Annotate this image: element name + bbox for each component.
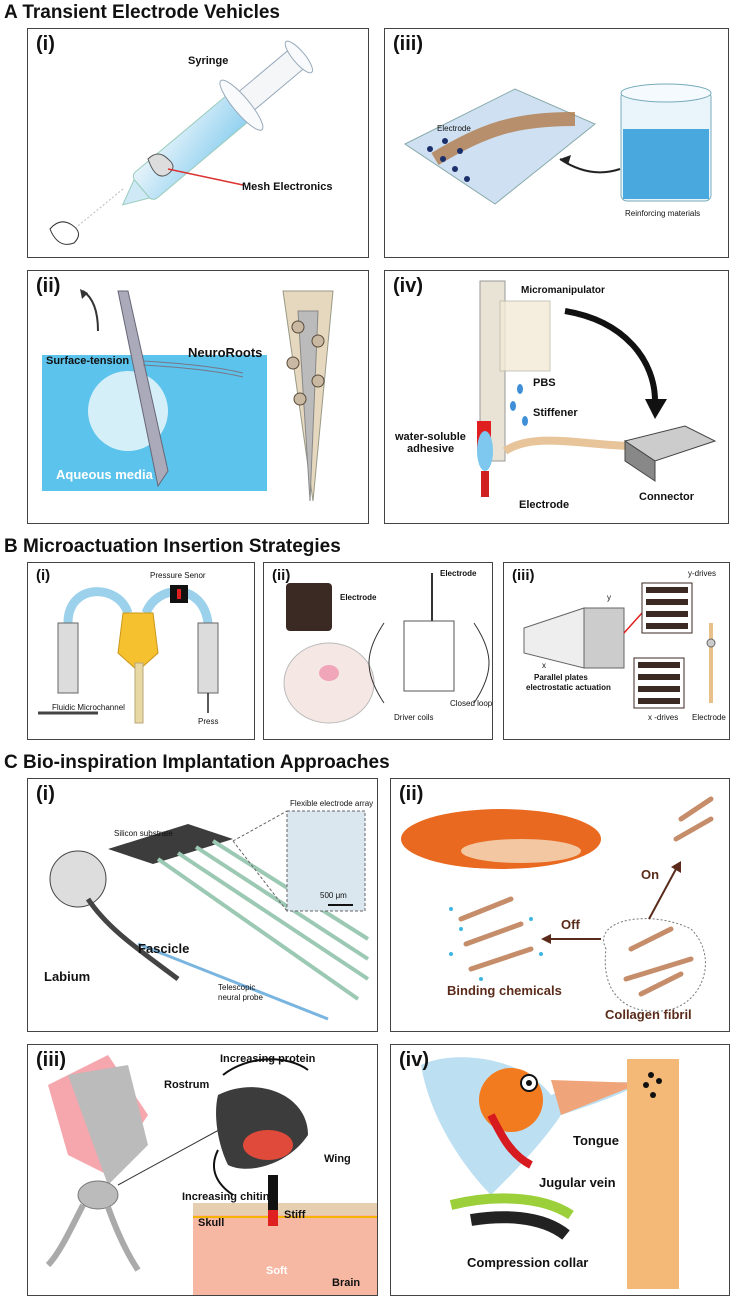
telescopic-label: Telescopic bbox=[218, 983, 256, 992]
panel-label: (ii) bbox=[272, 567, 291, 584]
electrostatic-illustration bbox=[523, 582, 716, 709]
section-a-title: A Transient Electrode Vehicles bbox=[4, 2, 280, 24]
compression-collar-label: Compression collar bbox=[467, 1255, 589, 1270]
skull-label: Skull bbox=[198, 1217, 225, 1229]
panel-label: (ii) bbox=[399, 783, 424, 805]
labium-label: Labium bbox=[44, 969, 91, 984]
micromanipulator-label: Micromanipulator bbox=[521, 285, 605, 296]
micromanipulator-illustration bbox=[477, 280, 717, 497]
binding-chemicals-label: Binding chemicals bbox=[447, 983, 562, 998]
adhesive-label-line2: adhesive bbox=[407, 443, 455, 455]
press-label: Press bbox=[198, 717, 219, 726]
section-b-title: B Microactuation Insertion Strategies bbox=[4, 536, 341, 558]
mosquito-probe-illustration bbox=[49, 810, 370, 1021]
panel-c-i: (i) Silicon substrate Flexible electrode… bbox=[27, 778, 378, 1032]
axis-y-label: y bbox=[607, 593, 611, 602]
panel-label: (iii) bbox=[512, 567, 535, 584]
syringe-illustration bbox=[49, 40, 314, 245]
y-drives-label: y-drives bbox=[688, 569, 717, 578]
x-drives-label: x -drives bbox=[648, 713, 679, 722]
magnetic-illustration bbox=[283, 573, 490, 724]
jugular-vein-label: Jugular vein bbox=[539, 1175, 616, 1190]
flexible-array-label: Flexible electrode array bbox=[290, 799, 374, 808]
sea-cucumber-illustration bbox=[401, 796, 714, 1012]
panel-label: (iii) bbox=[36, 1049, 66, 1071]
pbs-label: PBS bbox=[533, 377, 556, 389]
pressure-sensor-label: Pressure Senor bbox=[150, 571, 206, 580]
wing-label: Wing bbox=[324, 1153, 351, 1165]
off-label: Off bbox=[561, 917, 580, 932]
panel-a-i: (i) Syringe Mesh Electronics bbox=[27, 28, 369, 258]
woodpecker-illustration bbox=[421, 1057, 679, 1289]
section-letter: B bbox=[4, 536, 18, 557]
panel-label: (i) bbox=[36, 783, 55, 805]
panel-b-iii: (iii) y-drives x -drives y x Parallel pl… bbox=[503, 562, 730, 740]
fluidic-illustration bbox=[38, 585, 219, 724]
panel-c-iv: (iv) Tongue Jugular vein Compression col… bbox=[390, 1044, 730, 1296]
driver-coils-label: Driver coils bbox=[394, 713, 434, 722]
squid-beak-illustration bbox=[45, 1055, 377, 1295]
panel-label: (iii) bbox=[393, 33, 423, 55]
stiff-label: Stiff bbox=[284, 1209, 306, 1221]
neural-probe-label: neural probe bbox=[218, 993, 263, 1002]
panel-c-ii: (ii) On Off Binding chemicals Collagen f… bbox=[390, 778, 730, 1032]
mesh-electronics-label: Mesh Electronics bbox=[242, 181, 333, 193]
panel-c-iii: (iii) Increasing protein Rostrum Wing In… bbox=[27, 1044, 378, 1296]
reinforcing-illustration bbox=[404, 83, 712, 205]
section-letter: A bbox=[4, 2, 18, 23]
electrostatic-actuation-label: electrostatic actuation bbox=[526, 683, 611, 692]
connector-label: Connector bbox=[639, 491, 694, 503]
closed-loop-label: Closed loop bbox=[450, 699, 493, 708]
electrode-label-mid: Electrode bbox=[340, 593, 377, 602]
panel-a-iii: (iii) Electrode Reinforcing materials bbox=[384, 28, 729, 258]
section-title-text: Microactuation Insertion Strategies bbox=[23, 536, 341, 557]
soft-label: Soft bbox=[266, 1265, 288, 1277]
brain-label: Brain bbox=[332, 1277, 361, 1289]
rostrum-label: Rostrum bbox=[164, 1079, 210, 1091]
panel-label: (iv) bbox=[393, 275, 423, 297]
panel-label: (iv) bbox=[399, 1049, 429, 1071]
panel-label: (ii) bbox=[36, 275, 61, 297]
neuroroots-illustration bbox=[42, 289, 334, 502]
section-c-title: C Bio-inspiration Implantation Approache… bbox=[4, 752, 390, 774]
electrode-label: Electrode bbox=[519, 499, 570, 511]
electrode-label: Electrode bbox=[437, 124, 471, 133]
stiffener-label: Stiffener bbox=[533, 407, 578, 419]
reinforcing-materials-label: Reinforcing materials bbox=[625, 209, 701, 218]
section-letter: C bbox=[4, 752, 18, 773]
silicon-substrate-label: Silicon substrate bbox=[114, 829, 173, 838]
section-title-text: Bio-inspiration Implantation Approaches bbox=[23, 752, 390, 773]
surface-tension-label: Surface-tension bbox=[46, 355, 130, 367]
collagen-fibril-label: Collagen fibril bbox=[605, 1007, 692, 1022]
section-title-text: Transient Electrode Vehicles bbox=[22, 2, 280, 23]
panel-b-ii: (ii) Electrode Electrode Driver coils Cl… bbox=[263, 562, 493, 740]
panel-label: (i) bbox=[36, 567, 51, 584]
fluidic-microchannel-label: Fluidic Microchannel bbox=[52, 703, 125, 712]
panel-a-ii: (ii) Surface-tension NeuroRoots Aqueous … bbox=[27, 270, 369, 524]
increasing-protein-label: Increasing protein bbox=[220, 1053, 316, 1065]
parallel-plates-label: Parallel plates bbox=[534, 673, 588, 682]
electrode-label: Electrode bbox=[692, 713, 726, 722]
electrode-label-top: Electrode bbox=[440, 569, 477, 578]
neuroroots-label: NeuroRoots bbox=[188, 345, 263, 360]
fascicle-label: Fascicle bbox=[138, 941, 190, 956]
syringe-label: Syringe bbox=[188, 55, 229, 67]
panel-label: (i) bbox=[36, 33, 55, 55]
aqueous-media-label: Aqueous media bbox=[56, 467, 153, 482]
on-label: On bbox=[641, 867, 660, 882]
adhesive-label-line1: water-soluble bbox=[395, 431, 466, 443]
axis-x-label: x bbox=[542, 661, 546, 670]
increasing-chitin-label: Increasing chitin bbox=[182, 1191, 270, 1203]
panel-b-i: (i) Pressure Senor Fluidic Microchannel … bbox=[27, 562, 255, 740]
panel-a-iv: (iv) Micromanipulator PBS Stiffener wate… bbox=[384, 270, 729, 524]
scale-bar-label: 500 μm bbox=[320, 891, 347, 900]
tongue-label: Tongue bbox=[573, 1133, 619, 1148]
